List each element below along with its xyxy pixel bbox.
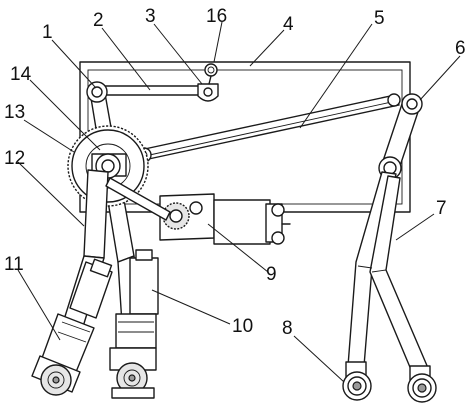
- label-1: 1: [42, 22, 53, 43]
- label-14: 14: [10, 64, 32, 85]
- label-8: 8: [282, 318, 293, 339]
- hanging-lug: [197, 63, 219, 102]
- part-labels: 1 2 3 16 4 5 6 7 8 9 10 11 12 13 14: [4, 6, 466, 339]
- left-front-leg: [31, 255, 113, 396]
- drive-motor: [159, 193, 291, 245]
- label-13: 13: [4, 102, 25, 123]
- label-7: 7: [436, 198, 447, 219]
- label-5: 5: [374, 8, 385, 29]
- label-9: 9: [266, 264, 277, 285]
- left-leg-beam: [83, 169, 109, 259]
- label-2: 2: [93, 10, 104, 31]
- label-11: 11: [4, 254, 24, 275]
- leader-lines: [17, 21, 461, 383]
- label-16: 16: [206, 6, 227, 27]
- label-10: 10: [232, 316, 253, 337]
- rear-wheels: [342, 361, 437, 403]
- label-3: 3: [145, 6, 156, 27]
- label-4: 4: [283, 14, 294, 35]
- lower-link: [105, 177, 171, 221]
- label-6: 6: [455, 38, 466, 59]
- middle-front-leg: [109, 249, 159, 399]
- label-12: 12: [4, 148, 25, 169]
